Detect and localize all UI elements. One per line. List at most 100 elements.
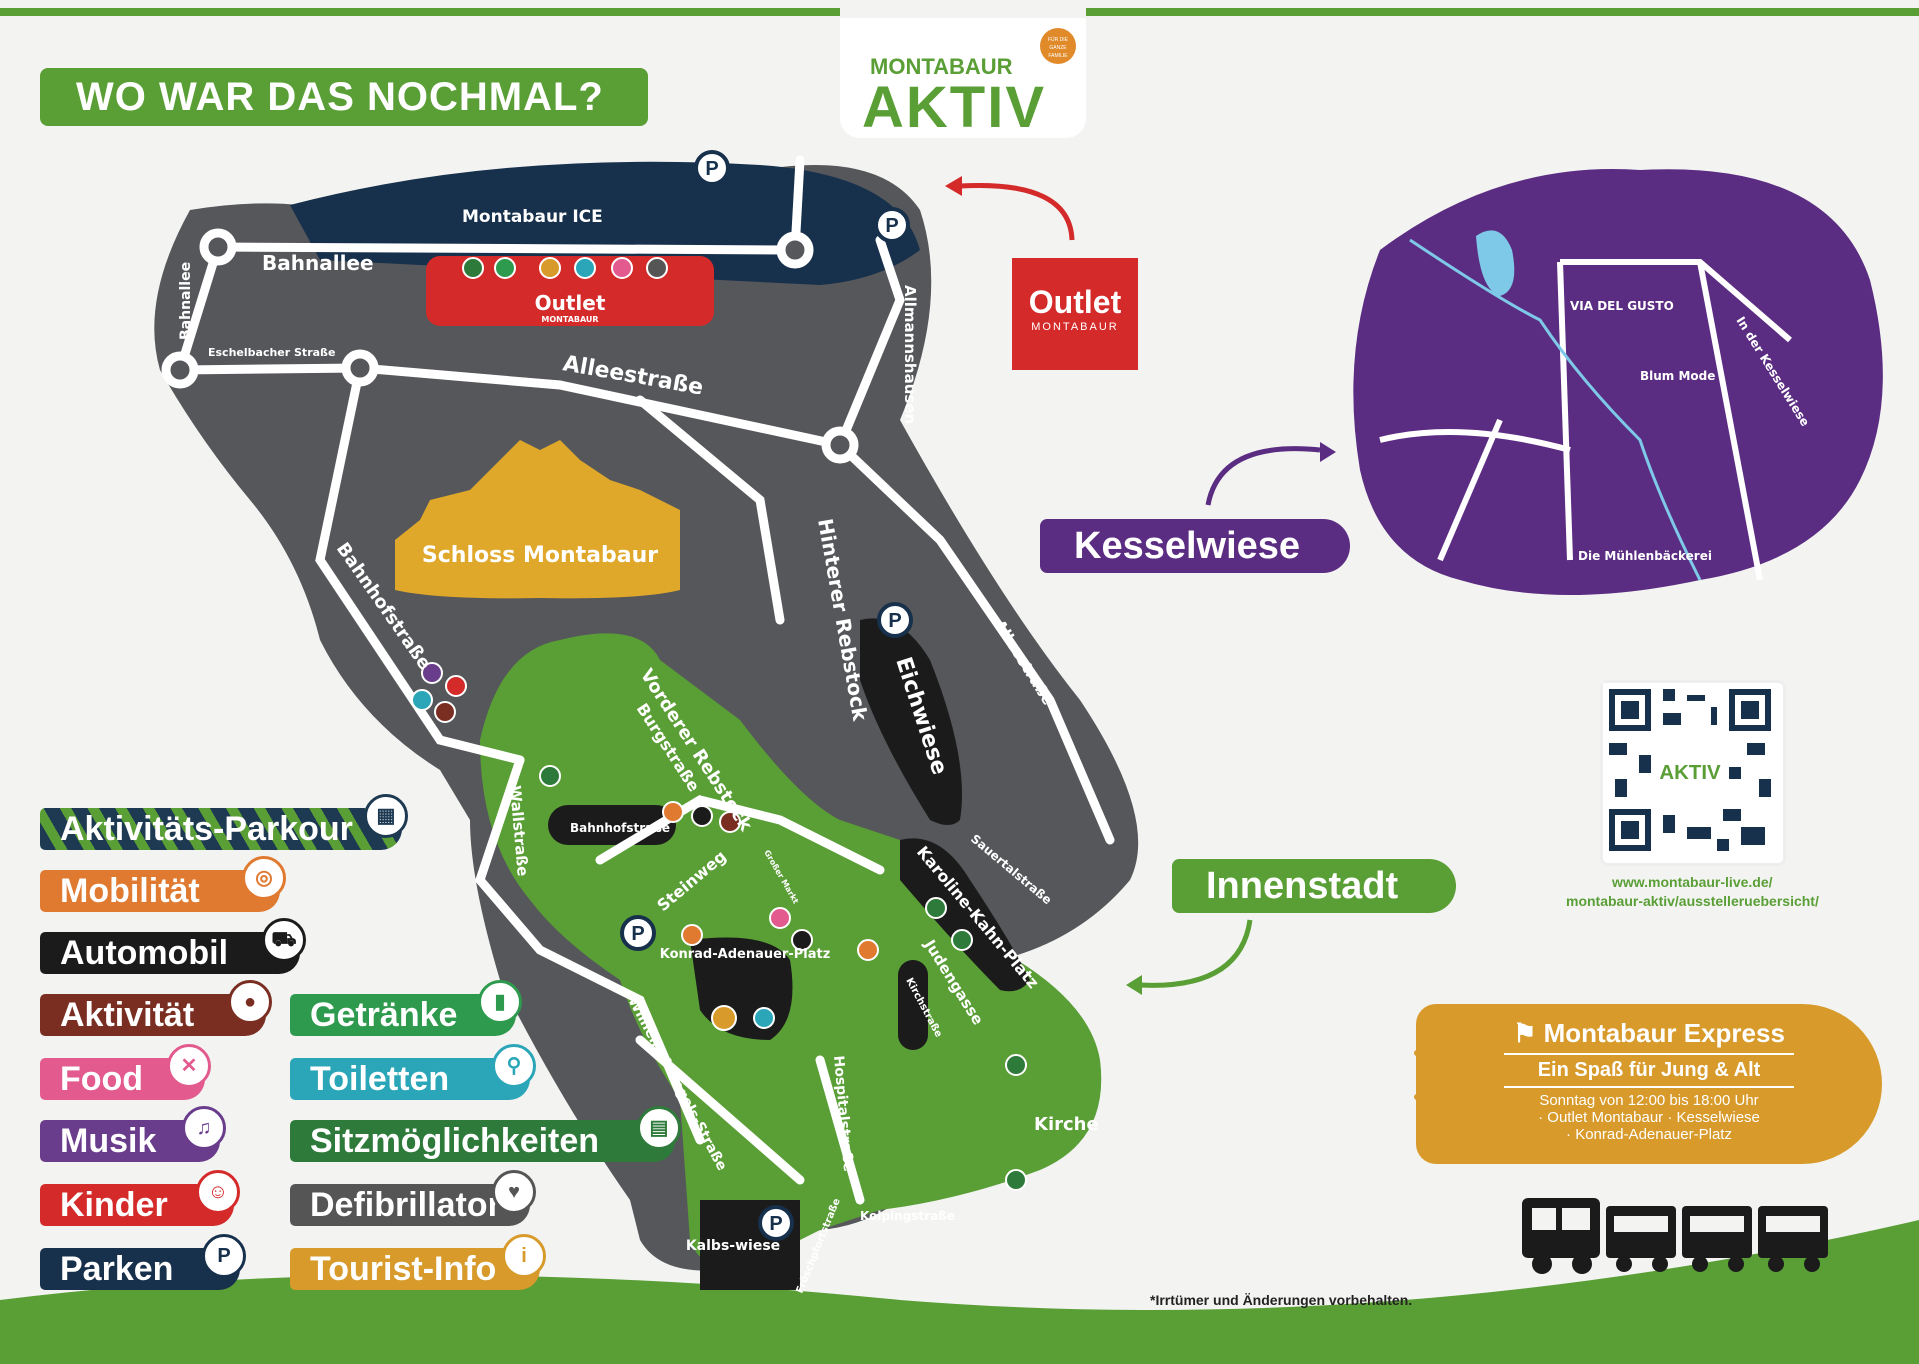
toilet-icon (753, 1007, 775, 1029)
legend-item-defibrillator: Defibrillator♥ (290, 1170, 536, 1226)
children-icon (445, 675, 467, 697)
car-icon (791, 929, 813, 951)
cutlery-icon: ✕ (167, 1044, 211, 1088)
parking-icon: P (877, 602, 913, 638)
parking-icon: P (758, 1205, 794, 1241)
legend-item-kinder: Kinder ☺ (40, 1170, 240, 1226)
street-eschelbacher: Eschelbacher Straße (208, 346, 335, 359)
legend-label: Mobilität (60, 872, 200, 910)
kesselwiese-lake (1476, 230, 1515, 296)
express-speed-lines (1414, 1040, 1444, 1140)
express-title: ⚑ Montabaur Express (1416, 1018, 1882, 1049)
qr-url-line-1[interactable]: www.montabaur-live.de/ (1612, 874, 1773, 890)
street-montabaur-ice: Montabaur ICE (462, 207, 603, 227)
legend-label: Toiletten (310, 1060, 450, 1098)
qr-logo-text: AKTIV (1659, 762, 1721, 784)
page-title: WO WAR DAS NOCHMAL? (40, 68, 648, 126)
outlet-map-label: Outlet (535, 291, 606, 315)
legend-item-food: Food✕ (40, 1044, 211, 1100)
express-divider-2 (1504, 1086, 1794, 1088)
kesselwiese-pill: Kesselwiese (1040, 519, 1350, 573)
express-stops-2: · Konrad-Adenauer-Platz (1566, 1126, 1732, 1143)
legend-item-automobil: Automobil⛟ (40, 918, 306, 974)
legend-label: Sitzmöglichkeiten (310, 1122, 600, 1160)
kw-muehlenbaeckerei: Die Mühlenbäckerei (1578, 549, 1712, 563)
heart-icon (646, 257, 668, 279)
stripes-icon: ▦ (364, 794, 408, 838)
street-bahnallee-side: Bahnallee (178, 262, 194, 340)
parking-icon: P (694, 150, 730, 186)
info-icon (539, 257, 561, 279)
kesselwiese-river (1409, 238, 1702, 581)
legend-item-aktivität: Aktivität● (40, 980, 272, 1036)
legend-label: Defibrillator (310, 1186, 501, 1224)
place-kirche: Kirche (1034, 1114, 1099, 1135)
svg-text:P: P (769, 1213, 782, 1235)
disclaimer: *Irrtümer und Änderungen vorbehalten. (1150, 1292, 1413, 1308)
cutlery-icon (611, 257, 633, 279)
outlet-icon-row (462, 257, 668, 279)
legend-item-mobilität: Mobilität◎ (40, 856, 286, 912)
roundabouts (161, 228, 859, 464)
kesselwiese-map (1353, 169, 1883, 595)
logo-badge-text: FÜR DIE GANZE FAMILIE (1048, 37, 1068, 59)
legend-item-toiletten: Toiletten ⚲ (290, 1044, 536, 1100)
pingpong-icon: ● (228, 980, 272, 1024)
legend-item-musik: Musik♫ (40, 1106, 226, 1162)
street-kolpingstrasse: Kolpingstraße (860, 1209, 955, 1223)
legend-item-sitzmöglichkeiten: Sitzmöglichkeiten▤ (290, 1106, 681, 1162)
express-stops-1: · Outlet Montabaur · Kesselwiese (1538, 1109, 1760, 1126)
drink-icon: ▮ (478, 980, 522, 1024)
car-icon (691, 805, 713, 827)
svg-text:P: P (631, 923, 644, 945)
bench-icon (925, 897, 947, 919)
legend-item-getränke: Getränke ▮ (290, 980, 522, 1036)
express-title-text: Montabaur Express (1543, 1018, 1785, 1048)
legend-label: Kinder (60, 1186, 168, 1224)
cutlery-icon (769, 907, 791, 929)
heart-icon: ♥ (492, 1170, 536, 1214)
schloss-silhouette (395, 440, 680, 599)
target-icon (857, 939, 879, 961)
info-icon: i (502, 1234, 546, 1278)
legend-label: Getränke (310, 996, 458, 1034)
legend-label: Aktivitäts-Parkour (60, 810, 353, 848)
arrow-to-outlet (959, 182, 1075, 241)
parking-icon: P (202, 1234, 246, 1278)
arrow-to-kesselwiese-head (1320, 442, 1336, 462)
parking-icon: P (874, 207, 910, 243)
children-icon: ☺ (196, 1170, 240, 1214)
train-icon: ⚑ (1513, 1018, 1544, 1048)
konrad-label: Konrad-Adenauer-Platz (660, 947, 831, 962)
street-bahnhofstrasse-label: Bahnhofstraße (570, 821, 670, 835)
logo-main-text: AKTIV (862, 75, 1046, 140)
drink-icon (494, 257, 516, 279)
top-stripe-right (1086, 8, 1919, 16)
arrow-to-outlet-head (945, 176, 962, 196)
target-icon (681, 924, 703, 946)
qr-url-line-2[interactable]: montabaur-aktiv/ausstelleruebersicht/ (1566, 893, 1819, 909)
innenstadt-icons (411, 662, 1027, 1191)
qr-code[interactable]: AKTIV (1600, 680, 1786, 866)
street-bahnallee-top: Bahnallee (262, 251, 374, 275)
street-allmannshausen: Allmannshausen (901, 285, 919, 424)
toilet-icon (574, 257, 596, 279)
kesselwiese-roads (1379, 259, 1792, 581)
judengasse-area (898, 960, 928, 1050)
logo-top-text: MONTABAUR (870, 54, 1013, 79)
train-silhouette (1522, 1198, 1828, 1274)
pingpong-icon (719, 811, 741, 833)
schloss-label: Schloss Montabaur (422, 543, 658, 568)
express-divider (1504, 1053, 1794, 1055)
kalbswiese-label: Kalbs-wiese (686, 1238, 780, 1254)
info-icon (711, 1005, 737, 1031)
toilet-icon: ⚲ (492, 1044, 536, 1088)
legend-item-aktivitäts-parkour: Aktivitäts-Parkour ▦ (40, 794, 408, 850)
qr-pattern: AKTIV (1603, 683, 1777, 857)
toilet-icon (411, 689, 433, 711)
bench-icon (1005, 1054, 1027, 1076)
innenstadt-pill: Innenstadt (1172, 859, 1456, 913)
